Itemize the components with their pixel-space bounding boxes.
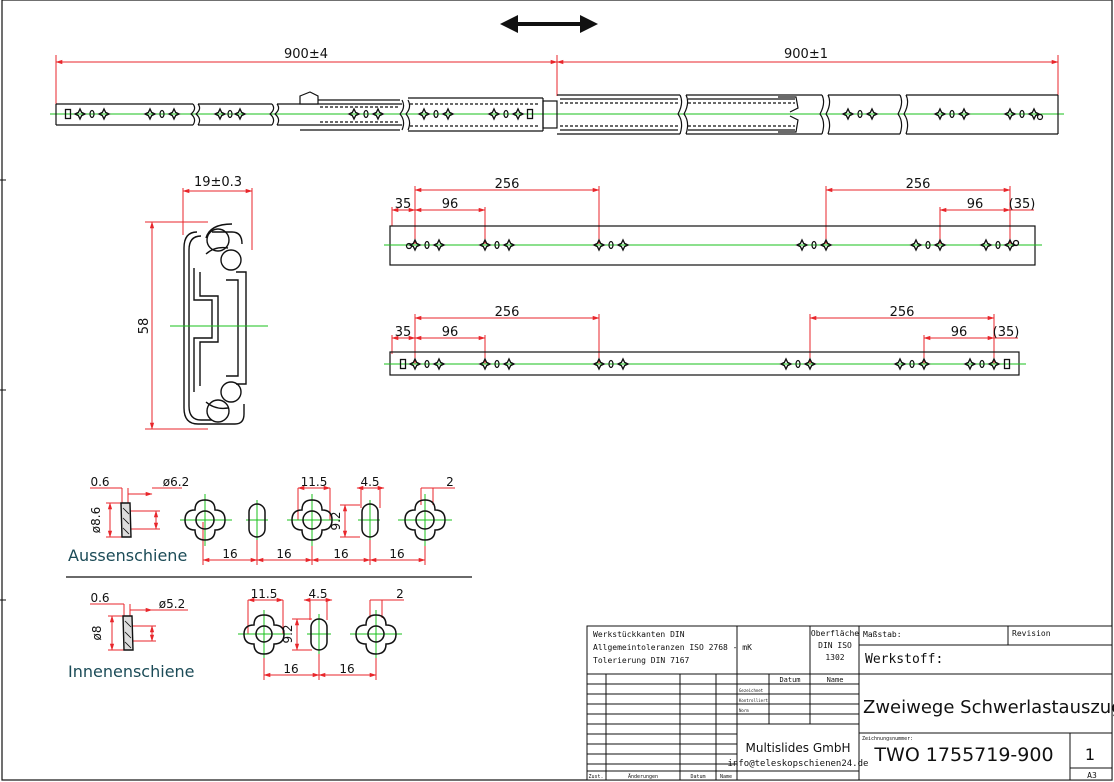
top-rail: [50, 91, 1064, 135]
tb-foot-zust: Zust.: [588, 774, 603, 780]
tb-row-checked: Kontrolliert: [739, 698, 768, 703]
tb-foot-aenderungen: Änderungen: [628, 773, 658, 780]
tb-row-norm: Norm: [739, 708, 749, 713]
title-block: [586, 625, 1113, 781]
aussen-pitch-3: 16: [333, 547, 348, 561]
tb-title: Zweiwege Schwerlastauszug: [863, 697, 1114, 718]
aussen-thick: 0.6: [90, 475, 109, 489]
dim-low-d: 256: [890, 305, 915, 320]
tb-drawing-no-label: Zeichnungsnummer:: [862, 736, 913, 742]
tb-surface-1: Oberfläche: [811, 629, 859, 638]
dim-right-length: 900±1: [784, 47, 828, 62]
innen-pitch-2: 16: [339, 662, 354, 676]
innen-slot-len: 9.2: [281, 624, 295, 643]
innen-dia: ø5.2: [159, 597, 185, 611]
aussen-slot-len: 9.2: [329, 511, 343, 530]
dim-low-c: 256: [495, 305, 520, 320]
dim-low-b: 96: [442, 325, 459, 340]
aussen-pitch-4: 16: [389, 547, 404, 561]
innen-thick: 0.6: [90, 591, 109, 605]
dim-mid-d: 256: [906, 177, 931, 192]
dim-low-a: 35: [395, 325, 412, 340]
dim-mid-a: 35: [395, 197, 412, 212]
middle-rail: [384, 225, 1042, 266]
middle-rail-dimension-lines: [391, 186, 1034, 244]
tb-name-label: Name: [827, 676, 844, 684]
tb-row-drawn: Gezeichnet: [739, 688, 764, 693]
dim-profile-height: 58: [137, 318, 152, 335]
tb-email: info@teleskopschienen24.de: [728, 759, 869, 769]
tb-company: Multislides GmbH: [746, 741, 851, 755]
tb-date-label: Datum: [779, 676, 800, 684]
rail-profile-section: [183, 223, 247, 425]
lower-rail: [384, 351, 1026, 376]
top-dimension-lines: [55, 55, 1059, 118]
aussen-gap: 2: [446, 475, 454, 489]
dim-left-length: 900±4: [284, 47, 328, 62]
dim-low-e: 96: [951, 325, 968, 340]
tb-sheet: 1: [1085, 745, 1095, 764]
aussen-detail: 0.6 ø6.2 ø8.6 11.5 4.5 9.2 2 16 16 16 16…: [68, 475, 455, 565]
tb-drawing-no: TWO 1755719-900: [873, 744, 1053, 766]
aussen-pitch-1: 16: [222, 547, 237, 561]
tb-general-2: Allgemeintoleranzen ISO 2768 - mK: [593, 643, 752, 652]
aussen-slot-w: 11.5: [301, 475, 328, 489]
tb-revision-label: Revision: [1012, 629, 1051, 638]
dim-mid-e: 96: [967, 197, 984, 212]
innen-slot-h: 4.5: [308, 587, 327, 601]
dim-mid-f: (35): [1009, 197, 1036, 212]
innen-gap: 2: [396, 587, 404, 601]
innen-label: Innenenschiene: [68, 662, 195, 681]
tb-general-1: Werkstückkanten DIN: [593, 630, 685, 639]
dim-profile-width: 19±0.3: [194, 175, 242, 190]
innen-dia-side: ø8: [90, 626, 104, 641]
dim-mid-c: 256: [495, 177, 520, 192]
aussen-slot-h: 4.5: [360, 475, 379, 489]
direction-double-arrow-icon: [500, 15, 598, 33]
innen-pitch-1: 16: [283, 662, 298, 676]
tb-material-label: Werkstoff:: [865, 652, 943, 667]
innen-detail: 0.6 ø5.2 ø8 11.5 4.5 9.2 2 16 16 Innenen…: [68, 587, 404, 681]
tb-general-3: Tolerierung DIN 7167: [593, 656, 690, 665]
lower-rail-dimension-lines: [391, 314, 1018, 364]
dim-mid-b: 96: [442, 197, 459, 212]
tb-surface-3: 1302: [825, 653, 844, 662]
tb-foot-name: Name: [720, 774, 732, 780]
title-block-text: Werkstückkanten DIN Allgemeintoleranzen …: [588, 629, 1114, 780]
aussen-dia-side: ø8.6: [89, 507, 103, 533]
profile-dimension-lines: [145, 188, 253, 430]
aussen-dia: ø6.2: [163, 475, 189, 489]
tb-scale-label: Maßstab:: [863, 630, 902, 639]
dim-low-f: (35): [993, 325, 1020, 340]
aussen-pitch-2: 16: [276, 547, 291, 561]
tb-surface-2: DIN ISO: [818, 641, 852, 650]
tb-foot-datum: Datum: [690, 774, 705, 780]
aussen-label: Aussenschiene: [68, 546, 187, 565]
innen-slot-w: 11.5: [251, 587, 278, 601]
tb-format: A3: [1087, 771, 1097, 780]
